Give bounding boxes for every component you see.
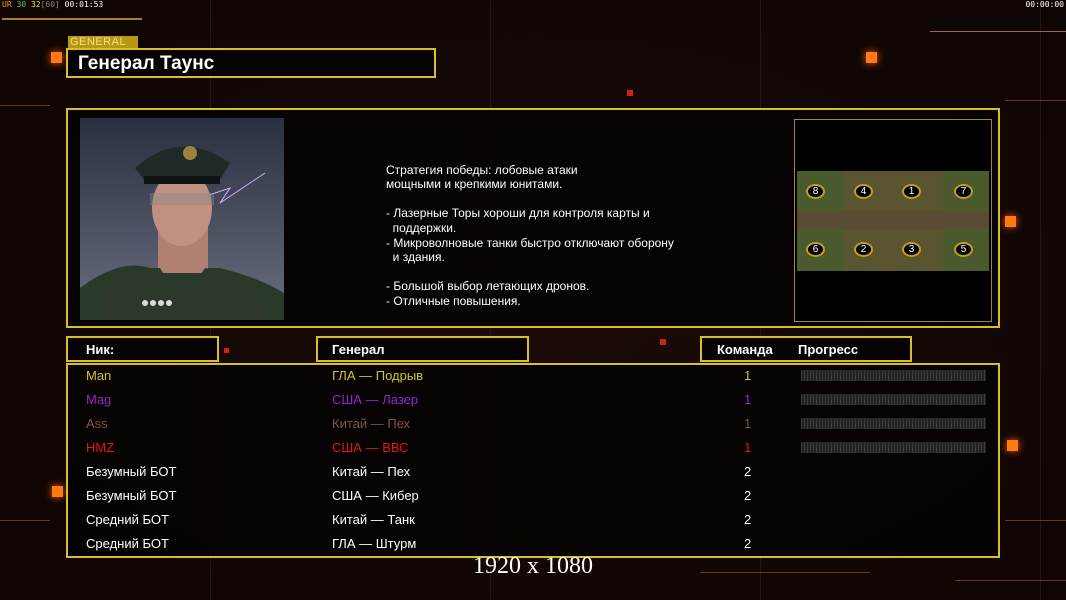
player-team: 1 bbox=[744, 392, 752, 407]
table-row[interactable]: Средний БОТ Китай — Танк 2 bbox=[68, 509, 998, 533]
map-slot[interactable]: 5 bbox=[954, 242, 973, 257]
player-nick: HMZ bbox=[86, 440, 115, 455]
player-nick: Средний БОТ bbox=[86, 512, 169, 527]
table-row[interactable]: Безумный БОТ Китай — Пех 2 bbox=[68, 461, 998, 485]
desc-line bbox=[386, 265, 674, 280]
elapsed-time: 00:01:53 bbox=[64, 0, 104, 9]
map-slot[interactable]: 2 bbox=[854, 242, 873, 257]
progress-bar bbox=[801, 370, 986, 381]
player-team: 2 bbox=[744, 488, 752, 503]
player-team: 2 bbox=[744, 512, 752, 527]
progress-bar bbox=[801, 394, 986, 405]
general-header-label: Генерал bbox=[332, 342, 385, 357]
player-nick: Man bbox=[86, 368, 112, 383]
minimap[interactable]: 8 4 1 7 6 2 3 5 bbox=[794, 119, 992, 322]
player-nick: Безумный БОТ bbox=[86, 464, 177, 479]
player-nick: Mag bbox=[86, 392, 112, 407]
player-general: ГЛА — Штурм bbox=[332, 536, 417, 551]
player-general: США — Лазер bbox=[332, 392, 419, 407]
player-team: 1 bbox=[744, 440, 752, 455]
map-slot[interactable]: 4 bbox=[854, 184, 873, 199]
desc-line: - Большой выбор летающих дронов. bbox=[386, 279, 590, 294]
player-team: 2 bbox=[744, 536, 752, 551]
general-header: Генерал bbox=[316, 336, 529, 362]
player-general: ГЛА — Подрыв bbox=[332, 368, 424, 383]
fps-c: 32 bbox=[30, 0, 41, 9]
player-general: США — ВВС bbox=[332, 440, 409, 455]
general-portrait bbox=[80, 118, 284, 320]
progress-header-label: Прогресс bbox=[798, 342, 859, 357]
player-team: 1 bbox=[744, 416, 752, 431]
table-row[interactable]: Mag США — Лазер 1 bbox=[68, 389, 998, 413]
player-general: Китай — Пех bbox=[332, 464, 411, 479]
map-slot[interactable]: 3 bbox=[902, 242, 921, 257]
desc-line: и здания. bbox=[386, 250, 445, 265]
page-title: Генерал Таунс bbox=[78, 53, 215, 74]
player-nick: Средний БОТ bbox=[86, 536, 169, 551]
player-nick: Ass bbox=[86, 416, 108, 431]
player-general: Китай — Пех bbox=[332, 416, 411, 431]
table-row[interactable]: Man ГЛА — Подрыв 1 bbox=[68, 365, 998, 389]
progress-bar bbox=[801, 418, 986, 429]
player-team: 2 bbox=[744, 464, 752, 479]
map-terrain: 8 4 1 7 6 2 3 5 bbox=[797, 171, 989, 271]
nick-header: Ник: bbox=[66, 336, 219, 362]
desc-line: поддержки. bbox=[386, 220, 457, 235]
table-row[interactable]: Ass Китай — Пех 1 bbox=[68, 413, 998, 437]
timer-right: 00:00:00 bbox=[1025, 0, 1064, 9]
map-slot[interactable]: 8 bbox=[806, 184, 825, 199]
map-slot[interactable]: 6 bbox=[806, 242, 825, 257]
table-row[interactable]: HMZ США — ВВС 1 bbox=[68, 437, 998, 461]
player-general: Китай — Танк bbox=[332, 512, 415, 527]
title-box: Генерал Таунс bbox=[66, 48, 436, 78]
fps-d: [60] bbox=[40, 0, 60, 9]
fps-a: UR bbox=[2, 0, 12, 9]
desc-line: - Микроволновые танки быстро отключают о… bbox=[386, 235, 674, 250]
player-team: 1 bbox=[744, 368, 752, 383]
team-header-label: Команда bbox=[717, 342, 773, 357]
desc-line: Стратегия победы: лобовые атаки bbox=[386, 162, 578, 177]
table-row[interactable]: Безумный БОТ США — Кибер 2 bbox=[68, 485, 998, 509]
table-row[interactable]: Средний БОТ ГЛА — Штурм 2 bbox=[68, 533, 998, 557]
desc-line bbox=[386, 192, 674, 207]
player-nick: Безумный БОТ bbox=[86, 488, 177, 503]
fps-counter: UR 30 32[60] 00:01:53 bbox=[2, 0, 103, 9]
fps-b: 30 bbox=[16, 0, 27, 9]
desc-line: - Отличные повышения. bbox=[386, 293, 521, 308]
player-general: США — Кибер bbox=[332, 488, 419, 503]
map-slot[interactable]: 7 bbox=[954, 184, 973, 199]
desc-line: - Лазерные Торы хороши для контроля карт… bbox=[386, 206, 650, 221]
nick-header-label: Ник: bbox=[86, 342, 115, 357]
resolution-label: 1920 x 1080 bbox=[473, 553, 593, 579]
desc-line: мощными и крепкими юнитами. bbox=[386, 177, 563, 192]
team-progress-header: Команда Прогресс bbox=[700, 336, 912, 362]
progress-bar bbox=[801, 442, 986, 453]
general-tag: GENERAL bbox=[68, 36, 138, 48]
map-slot[interactable]: 1 bbox=[902, 184, 921, 199]
